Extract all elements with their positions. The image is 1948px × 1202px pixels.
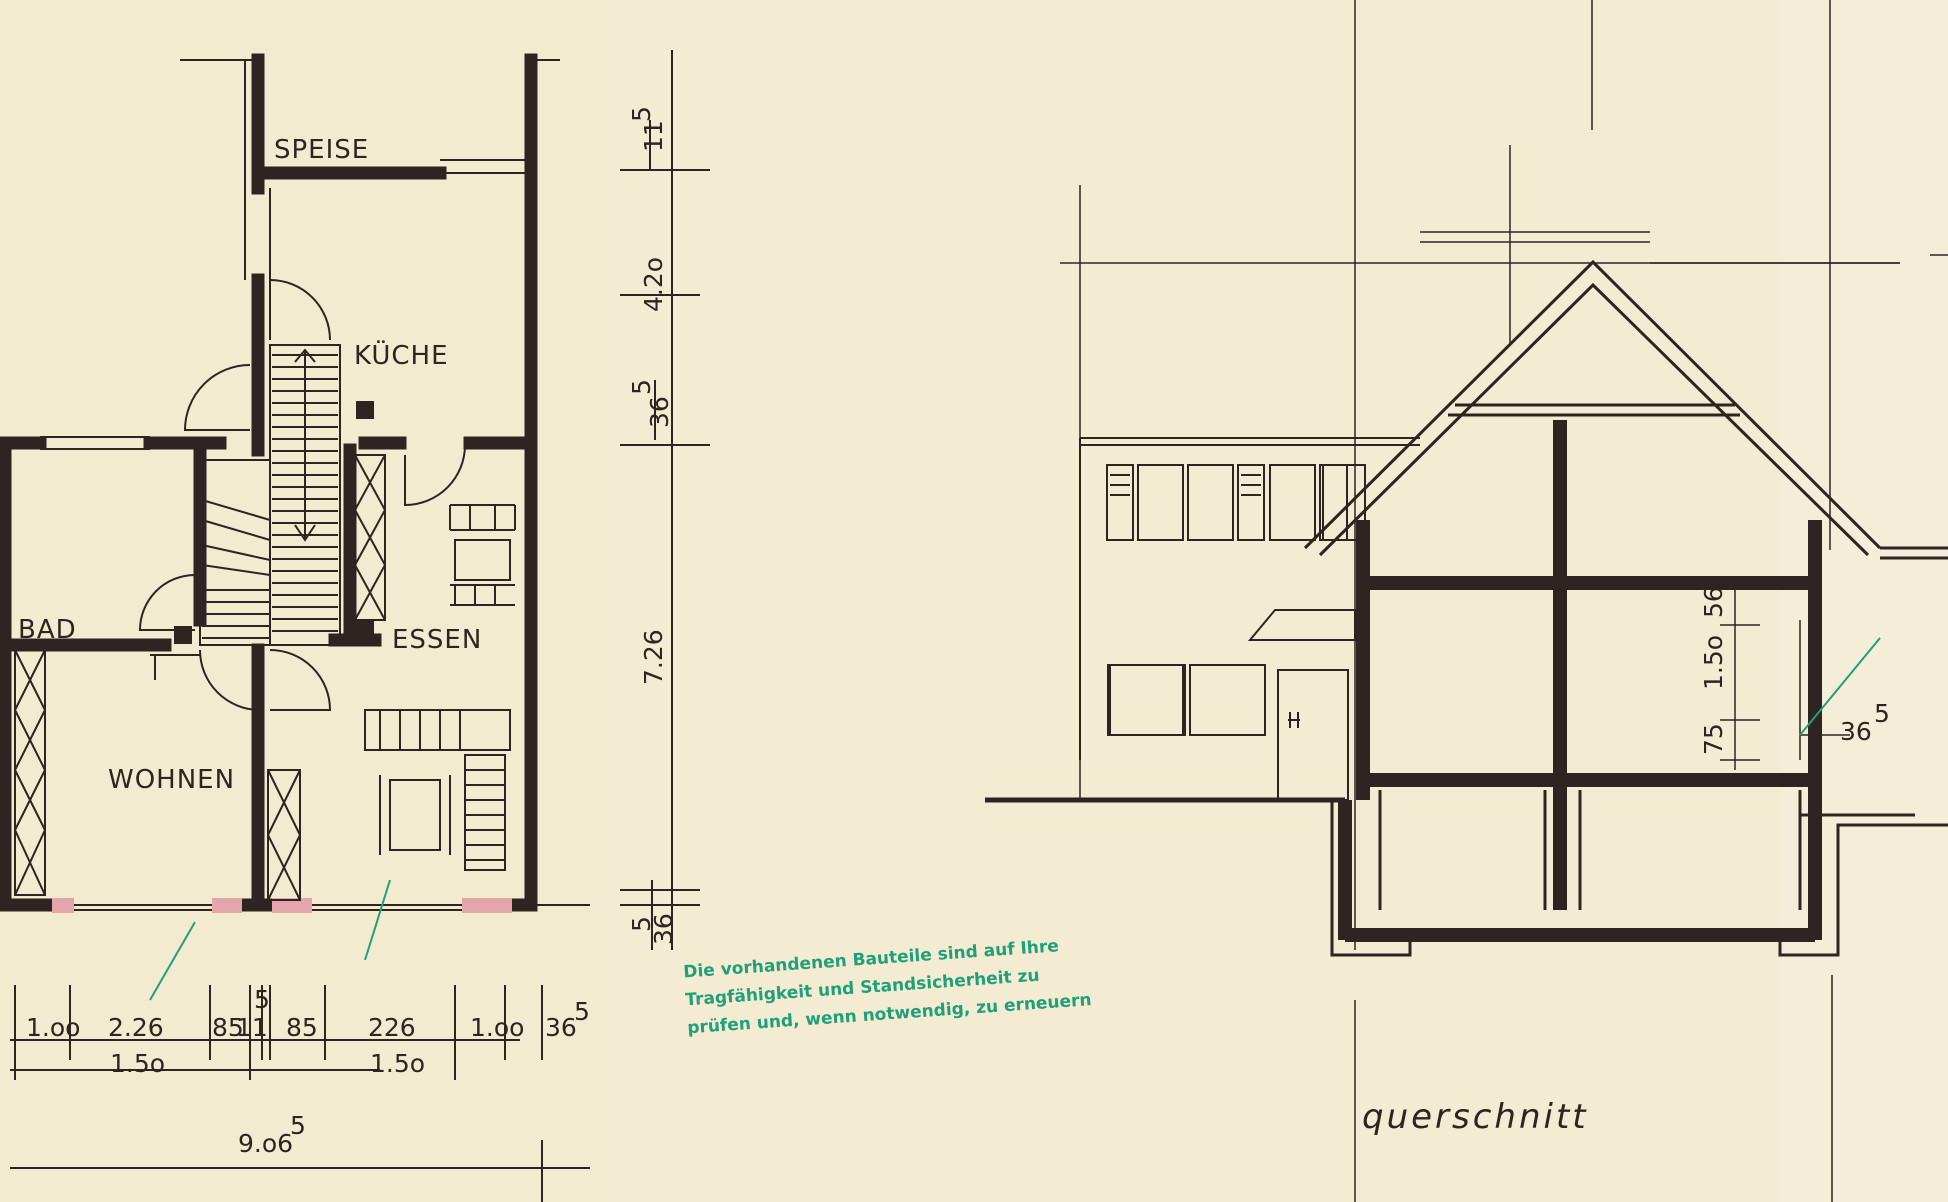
sdim-36-sup: 5 <box>1874 699 1890 728</box>
staircase <box>199 344 341 646</box>
vdim-36: 36 <box>645 396 674 428</box>
hdim-150-right: 1.5o <box>370 1049 425 1078</box>
hdim-36: 36 <box>545 1013 577 1042</box>
vdim-36-bottom: 36 <box>649 913 678 945</box>
paper-fold <box>600 0 1900 1202</box>
roof <box>1303 259 1948 560</box>
hdim-226-right: 226 <box>368 1013 416 1042</box>
hdim-100-left: 1.oo <box>26 1013 80 1042</box>
hdim-85-right: 85 <box>286 1013 318 1042</box>
total-width-sup: 5 <box>290 1111 306 1140</box>
sdim-150: 1.5o <box>1699 635 1728 690</box>
plan-dimension-lines <box>10 50 710 1202</box>
vdim-11: 11 <box>639 120 668 152</box>
section-walls <box>1338 420 1822 942</box>
vdim-36-sup: 5 <box>627 379 656 395</box>
facade <box>1079 437 1420 801</box>
hdim-85-left: 85 <box>212 1013 244 1042</box>
room-label-wohnen: WOHNEN <box>108 765 235 795</box>
vdim-5-bottom: 5 <box>627 916 656 932</box>
door-swings <box>138 279 466 711</box>
hdim-226-left: 2.26 <box>108 1013 164 1042</box>
window-sills <box>52 898 512 913</box>
sdim-75: 75 <box>1699 723 1728 755</box>
hdim-150-left: 1.5o <box>110 1049 165 1078</box>
hatched-elements <box>14 401 386 901</box>
sdim-56: 56 <box>1699 586 1728 618</box>
floor-plan <box>0 50 710 1202</box>
section-dimensions: 56 1.5o 75 36 5 <box>1699 586 1890 755</box>
cross-section <box>985 0 1948 1202</box>
section-green-mark <box>1799 637 1881 736</box>
room-label-speise: SPEISE <box>274 135 369 165</box>
section-dimension-lines <box>1720 590 1850 770</box>
walls <box>0 53 538 912</box>
furniture <box>150 504 516 871</box>
hdim-36-sup: 5 <box>574 997 590 1026</box>
horizontal-dimensions: 1.oo 2.26 85 11 5 85 226 1.oo 36 5 1.5o … <box>26 985 590 1158</box>
vdim-726: 7.26 <box>639 629 668 685</box>
vdim-5: 5 <box>627 106 656 122</box>
green-marks <box>149 879 391 1001</box>
room-label-bad: BAD <box>18 615 77 645</box>
vertical-dimensions: 11 5 4.2o 36 5 7.26 5 36 <box>627 106 678 945</box>
room-label-kueche: KÜCHE <box>354 339 449 371</box>
vdim-420: 4.2o <box>639 257 668 312</box>
section-title: querschnitt <box>1362 1097 1589 1137</box>
hdim-5: 5 <box>254 985 270 1014</box>
hdim-11: 11 <box>236 1013 268 1042</box>
basement-outline <box>1330 790 1948 957</box>
room-label-essen: ESSEN <box>392 625 482 655</box>
total-width: 9.o6 <box>238 1129 293 1158</box>
construction-lines <box>1060 0 1948 1202</box>
sdim-36: 36 <box>1840 717 1872 746</box>
paper-edge <box>1780 0 1948 1202</box>
hdim-100-right: 1.oo <box>470 1013 524 1042</box>
